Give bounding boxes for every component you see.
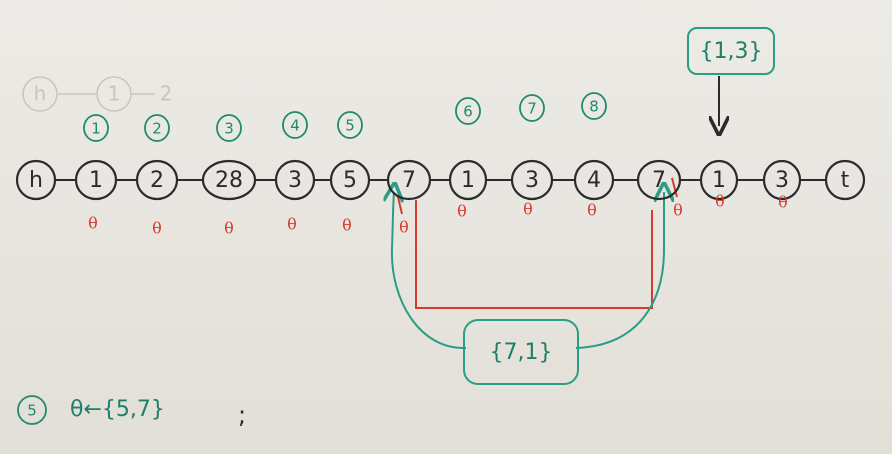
list-node-label: 3: [288, 168, 302, 193]
list-node-circle: [329, 159, 371, 201]
theta-marker: θ: [152, 219, 162, 238]
index-marker-circle: [581, 92, 607, 120]
theta-marker: θ: [88, 214, 98, 233]
theta-marker: θ: [457, 202, 467, 221]
list-node-label: 1: [461, 168, 475, 193]
theta-marker: θ: [224, 219, 234, 238]
list-node-label: 2: [150, 168, 164, 193]
list-node-label: 5: [343, 168, 357, 193]
list-node-label: 28: [215, 168, 243, 193]
list-node-circle: [448, 159, 488, 201]
red-tick-right: [671, 177, 678, 198]
list-node-circle: [386, 159, 432, 201]
theta-marker: θ: [287, 215, 297, 234]
statement-index: 5: [27, 402, 37, 420]
statement: 5 θ←{5,7} ;: [17, 395, 246, 429]
pair-box-top: [687, 27, 775, 75]
list-node-circle: [699, 159, 739, 201]
theta-marker: θ: [342, 216, 352, 235]
index-marker-label: 3: [224, 120, 234, 138]
theta-marker: θ: [715, 192, 725, 211]
theta-marker: θ: [587, 201, 597, 220]
list-node-circle: [573, 159, 615, 201]
statement-semicolon: ;: [238, 401, 246, 429]
list-node-label: t: [841, 168, 850, 193]
ghost-sketch: h 1 2: [22, 76, 173, 112]
index-marker-circle: [216, 114, 242, 142]
red-bracket-path: [415, 200, 653, 309]
list-node-label: 7: [402, 168, 416, 193]
list-node-circle: [762, 159, 802, 201]
index-marker-circle: [282, 111, 308, 139]
index-marker-label: 6: [463, 103, 473, 121]
index-marker-circle: [144, 114, 170, 142]
index-marker-label: 5: [345, 117, 355, 135]
node-chain: h 1 2 28 3 5 7 1 3 4 7 1 3 t 1 2 3 4 5 6 7 8 θ θ θ θ θ θ θ θ θ θ θ θ: [15, 92, 866, 238]
list-node-circle: [74, 159, 118, 201]
theta-marker: θ: [523, 200, 533, 219]
list-node-circle: [135, 159, 179, 201]
ghost-node-2: 2: [160, 82, 173, 106]
index-marker-label: 7: [527, 100, 537, 118]
index-marker-circle: [519, 94, 545, 122]
list-node-circle: [510, 159, 554, 201]
index-marker-circle: [337, 111, 363, 139]
pair-box-bottom: [463, 319, 579, 385]
list-node-circle: [274, 159, 316, 201]
list-node-circle: [201, 159, 257, 201]
list-node-label: 4: [587, 168, 601, 193]
index-marker-circle: [455, 97, 481, 125]
index-marker-label: 8: [589, 98, 599, 116]
ghost-node-1: 1: [108, 82, 121, 106]
pair-box-bottom-label: {7,1}: [490, 340, 553, 365]
statement-text: θ←{5,7}: [70, 397, 165, 422]
index-marker-label: 1: [91, 120, 101, 138]
theta-marker: θ: [673, 201, 683, 220]
theta-marker: θ: [399, 218, 409, 237]
list-node-label: 3: [775, 168, 789, 193]
red-tick-left: [397, 196, 403, 215]
list-node-circle: [15, 159, 57, 201]
list-node-label: 7: [652, 168, 666, 193]
index-marker-label: 2: [152, 120, 162, 138]
list-node-label: 1: [89, 168, 103, 193]
statement-index-circle: [17, 395, 47, 425]
index-marker-label: 4: [290, 117, 300, 135]
list-node-circle: [636, 159, 682, 201]
green-arrow-to-left-7: [392, 192, 467, 350]
list-node-label: 3: [525, 168, 539, 193]
green-arrow-to-right-7: [575, 192, 664, 349]
ghost-node-0: h: [34, 82, 47, 106]
list-node-label: h: [29, 168, 43, 193]
index-marker-circle: [83, 114, 109, 142]
list-node-label: 1: [712, 168, 726, 193]
theta-marker: θ: [778, 193, 788, 212]
pair-box-top-label: {1,3}: [700, 39, 763, 64]
list-node-circle: [824, 159, 866, 201]
